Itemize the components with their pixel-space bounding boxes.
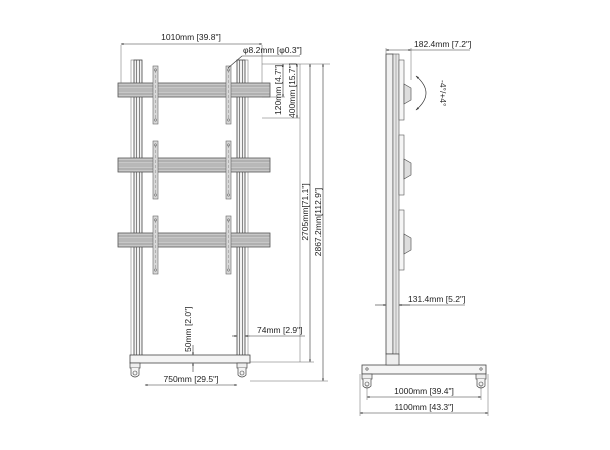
dim-side-post-depth: 131.4mm [5.2"] <box>375 294 465 306</box>
label-tilt-range: -4°/+4° <box>438 80 448 106</box>
bracket <box>152 65 159 125</box>
bracket <box>225 215 232 275</box>
dim-side-depth-top: 182.4mm [7.2"] <box>385 39 471 80</box>
label-caster-spacing: 1000mm [39.4"] <box>394 386 454 396</box>
dim-rail-spacing: 120mm [4.7"] 400mm [15.7"] <box>262 63 330 119</box>
caster-icon <box>129 362 141 378</box>
label-rail-spacing-small: 120mm [4.7"] <box>273 65 283 115</box>
rail-top <box>117 82 271 98</box>
dim-caster-spacing: 1000mm [39.4"] <box>366 385 482 400</box>
label-rail-spacing-large: 400mm [15.7"] <box>287 63 297 118</box>
dim-overall-width: 1010mm [39.8"] <box>120 32 263 83</box>
dim-base-length: 1100mm [43.3"] <box>359 374 489 416</box>
label-side-post-depth: 131.4mm [5.2"] <box>408 294 465 304</box>
label-side-depth-top: 182.4mm [7.2"] <box>414 39 471 49</box>
label-overall-width: 1010mm [39.8"] <box>161 32 221 42</box>
front-view: 1010mm [39.8"] φ8.2mm [φ0.3"] 120mm [4.7… <box>117 32 330 386</box>
label-post-depth-front: 74mm [2.9"] <box>257 325 303 335</box>
label-bolt-diameter: φ8.2mm [φ0.3"] <box>243 45 302 55</box>
caster-icon <box>236 362 248 378</box>
label-post-spacing: 750mm [29.5"] <box>164 374 219 384</box>
rail-middle <box>117 157 271 173</box>
left-post <box>130 59 143 363</box>
label-height-top-rail: 2705mm[71.1"] <box>300 183 310 240</box>
dim-post-depth-front: 74mm [2.9"] <box>232 325 305 337</box>
bracket <box>152 215 159 275</box>
tilt-indicator: -4°/+4° <box>415 75 448 111</box>
label-base-length: 1100mm [43.3"] <box>394 402 453 412</box>
side-base <box>361 364 487 375</box>
label-overall-height: 2867.2mm[112.9"] <box>313 188 323 257</box>
side-column <box>385 53 394 355</box>
bracket <box>225 65 232 125</box>
dim-post-spacing: 750mm [29.5"] <box>144 374 238 386</box>
bracket <box>152 140 159 200</box>
label-base-clearance: 50mm [2.0"] <box>183 306 193 352</box>
side-view: 182.4mm [7.2"] -4°/+4° 131.4mm [5.2"] 10… <box>359 39 489 416</box>
side-brackets <box>398 59 412 271</box>
dim-bolt-diameter: φ8.2mm [φ0.3"] <box>227 45 302 69</box>
right-post <box>236 59 249 363</box>
dim-heights: 2705mm[71.1"] 2867.2mm[112.9"] <box>250 63 328 382</box>
dim-base-clearance: 50mm [2.0"] <box>183 306 194 372</box>
bracket <box>225 140 232 200</box>
rail-bottom <box>117 232 271 248</box>
base-bar <box>129 354 251 364</box>
tilt-arc-icon <box>415 75 427 111</box>
